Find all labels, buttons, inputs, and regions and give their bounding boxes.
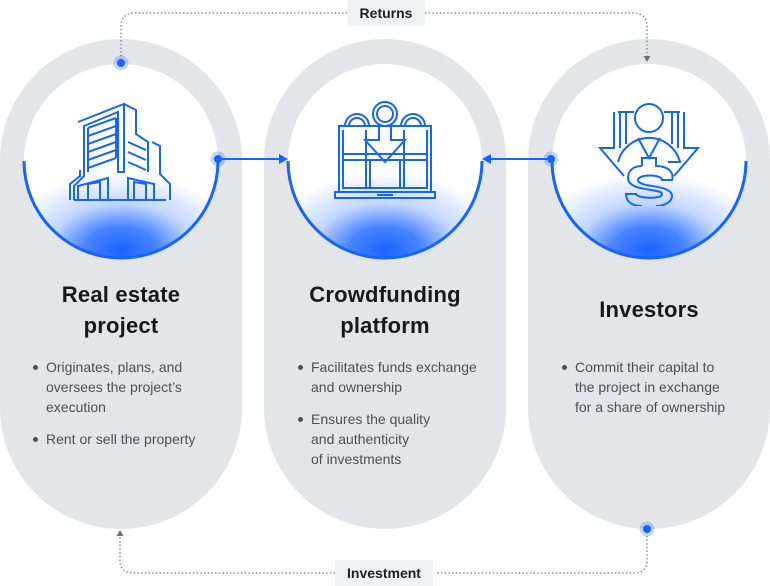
crowdfunding-platform-title: Crowdfunding platform [264,279,506,341]
title-line: project [83,313,159,338]
bullet-line: Rent or sell the property [46,431,196,447]
node-dot-investment-start [639,521,655,537]
title-line: Investors [599,297,699,322]
investment-line-left [119,536,335,574]
title-line: platform [340,313,430,338]
real-estate-project-title: Real estate project [0,279,242,341]
bullet-item: Rent or sell the property [33,429,195,449]
crowdfunding-platform-bullets: Facilitates funds exchange and ownership… [298,357,477,481]
investors-arc [550,160,748,260]
investment-label: Investment [335,560,433,586]
bullet-line: Commit their capital to [575,359,715,375]
returns-line-right [425,12,648,56]
arrow-left-icon [482,154,491,164]
laptop-download-icon [334,101,436,199]
title-line: Real estate [61,282,181,307]
real-estate-icon-circle [24,64,218,258]
bullet-line: and ownership [311,379,403,395]
bullet-item: Ensures the quality and authenticity of … [298,409,477,469]
bullet-line: the project in exchange [575,379,720,395]
investment-line-right [435,532,648,574]
node-dot-project-out [210,151,226,167]
bullet-line: and authenticity [311,431,410,447]
investor-dollar-icon [598,103,700,206]
investors-bullets: Commit their capital to the project in e… [562,357,725,429]
bullet-line: Facilitates funds exchange [311,359,477,375]
bullet-line: Ensures the quality [311,411,431,427]
returns-line-left [120,12,347,60]
investors-title: Investors [528,294,770,325]
bullet-line: oversees the project’s [46,379,182,395]
real-estate-arc [22,160,220,260]
returns-arrowhead-icon [643,56,651,62]
real-estate-project-bullets: Originates, plans, and oversees the proj… [33,357,195,461]
platform-arc [286,160,484,260]
investors-icon-circle [552,64,746,258]
bullet-item: Facilitates funds exchange and ownership [298,357,477,397]
building-icon [69,102,171,201]
returns-label: Returns [347,0,425,26]
bullet-item: Commit their capital to the project in e… [562,357,725,417]
node-dot-returns-end [113,55,129,71]
bullet-line: of investments [311,451,402,467]
node-dot-investors-out [543,151,559,167]
title-line: Crowdfunding [309,282,461,307]
bullet-item: Originates, plans, and oversees the proj… [33,357,195,417]
bullet-line: execution [46,399,106,415]
bullet-line: for a share of ownership [575,399,726,415]
investment-arrowhead-icon [116,530,124,536]
arrow-right-icon [279,154,288,164]
bullet-line: Originates, plans, and [46,359,183,375]
